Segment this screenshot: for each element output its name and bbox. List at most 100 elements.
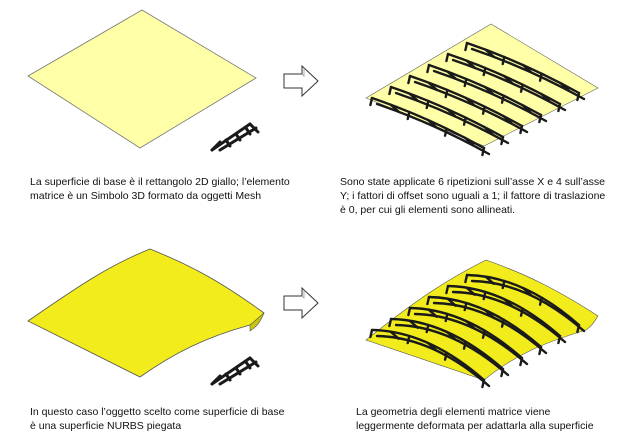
caption-line: Sono state applicate 6 ripetizioni sull’… — [340, 176, 605, 188]
truss-diagonal — [464, 136, 475, 147]
truss-diagonal — [481, 146, 486, 157]
truss-diagonal — [446, 70, 457, 80]
truss-diagonal — [446, 297, 457, 307]
truss-icon — [210, 356, 260, 386]
truss-diagonal — [483, 85, 495, 96]
truss-diagonal — [464, 41, 469, 52]
flat-yellow-rectangle — [27, 9, 257, 149]
truss-diagonal — [484, 275, 495, 285]
flat-surface-image — [27, 9, 257, 149]
truss-diagonal — [521, 63, 533, 74]
truss-diagonal — [408, 92, 419, 102]
truss-diagonal — [502, 341, 513, 352]
truss-diagonal — [502, 297, 514, 308]
truss-diagonal — [445, 107, 457, 118]
caption-line: è 0, per cui gli elementi sono allineati… — [340, 204, 516, 216]
truss-diagonal — [483, 308, 495, 319]
truss-icon — [210, 122, 260, 152]
truss-diagonal — [369, 328, 374, 339]
truss-diagonal — [462, 340, 467, 350]
truss-diagonal — [462, 116, 467, 126]
caption-line: leggermente deformata per adattarla alla… — [356, 420, 594, 432]
truss-diagonal — [406, 110, 411, 121]
truss-diagonal — [481, 329, 486, 339]
truss-diagonal — [389, 103, 400, 113]
truss-diagonal — [557, 102, 562, 113]
truss-diagonal — [408, 319, 419, 329]
truss-diagonal — [482, 66, 487, 77]
caption-line: è una superficie NURBS piegata — [30, 420, 182, 432]
caption-line: Y; i fattori di offset sono uguali a 1; … — [340, 190, 606, 202]
truss-diagonal — [538, 296, 543, 306]
truss-diagonal — [519, 124, 524, 135]
truss-diagonal — [521, 103, 532, 114]
truss-bottom-chord — [451, 58, 567, 112]
truss-diagonal — [484, 48, 495, 58]
truss-diagonal — [540, 319, 551, 330]
truss-diagonal — [443, 351, 448, 361]
truss-bottom-chord — [413, 80, 529, 134]
truss-array-image — [365, 23, 599, 157]
truss-diagonal — [445, 284, 450, 295]
truss-diagonal — [464, 273, 469, 284]
truss-diagonal — [501, 55, 506, 66]
truss-diagonal — [388, 317, 393, 328]
truss-diagonal — [483, 352, 494, 363]
caption-line: matrice è un Simbolo 3D formato da ogget… — [30, 190, 262, 202]
caption-top-right: Sono state applicate 6 ripetizioni sull’… — [340, 175, 605, 217]
truss-diagonal — [426, 118, 438, 129]
truss-diagonal — [426, 295, 431, 306]
curved-surface-image — [27, 248, 265, 378]
truss-diagonal — [538, 113, 543, 124]
truss-diagonal — [464, 363, 475, 374]
truss-bottom-chord — [394, 323, 510, 377]
caption-bottom-left: In questo caso l’oggetto scelto come sup… — [30, 405, 284, 433]
truss-diagonal — [407, 74, 412, 85]
truss-diagonal — [576, 91, 581, 102]
truss-diagonal — [500, 94, 505, 104]
truss-diagonal — [540, 92, 551, 103]
truss-diagonal — [463, 77, 468, 88]
right-arrow-icon — [283, 64, 319, 98]
caption-bottom-right: La geometria degli elementi matrice vien… — [356, 405, 594, 433]
truss-diagonal — [576, 323, 581, 334]
truss-diagonal — [407, 306, 412, 317]
truss-diagonal — [427, 81, 438, 91]
truss-diagonal — [443, 127, 448, 137]
truss-bottom-chord — [470, 279, 586, 333]
truss-diagonal — [464, 319, 476, 330]
right-arrow-icon — [283, 286, 319, 320]
truss-bottom-chord — [470, 47, 586, 101]
truss-diagonal — [426, 63, 431, 74]
truss-diagonal — [464, 96, 476, 107]
caption-line: In questo caso l’oggetto scelto come sup… — [30, 406, 285, 418]
truss-diagonal — [427, 308, 438, 318]
caption-top-left: La superficie di base è il rettangolo 2D… — [30, 175, 290, 203]
truss-diagonal — [425, 323, 430, 334]
truss-diagonal — [444, 312, 449, 323]
curved-yellow-surface — [27, 248, 265, 378]
truss-diagonal — [538, 72, 543, 82]
truss-diagonal — [519, 356, 524, 367]
truss-diagonal — [389, 330, 400, 340]
truss-diagonal — [559, 81, 570, 92]
truss-bottom-chord — [413, 312, 529, 366]
truss-diagonal — [519, 307, 524, 317]
truss-bottom-chord — [432, 69, 548, 123]
curved-truss-array-image — [365, 259, 599, 389]
truss-diagonal — [501, 279, 506, 290]
truss-diagonal — [445, 52, 450, 63]
truss-diagonal — [538, 345, 543, 356]
truss-bottom-chord — [432, 301, 548, 355]
truss-diagonal — [482, 290, 487, 301]
caption-line: La superficie di base è il rettangolo 2D… — [30, 176, 290, 188]
truss-diagonal — [519, 83, 524, 93]
truss-diagonal — [521, 286, 533, 297]
truss-diagonal — [445, 330, 457, 341]
truss-diagonal — [500, 367, 505, 378]
truss-diagonal — [500, 318, 505, 328]
truss-diagonal — [481, 105, 486, 115]
caption-line: La geometria degli elementi matrice vien… — [356, 406, 551, 418]
truss-diagonal — [406, 334, 411, 345]
truss-diagonal — [388, 85, 393, 96]
